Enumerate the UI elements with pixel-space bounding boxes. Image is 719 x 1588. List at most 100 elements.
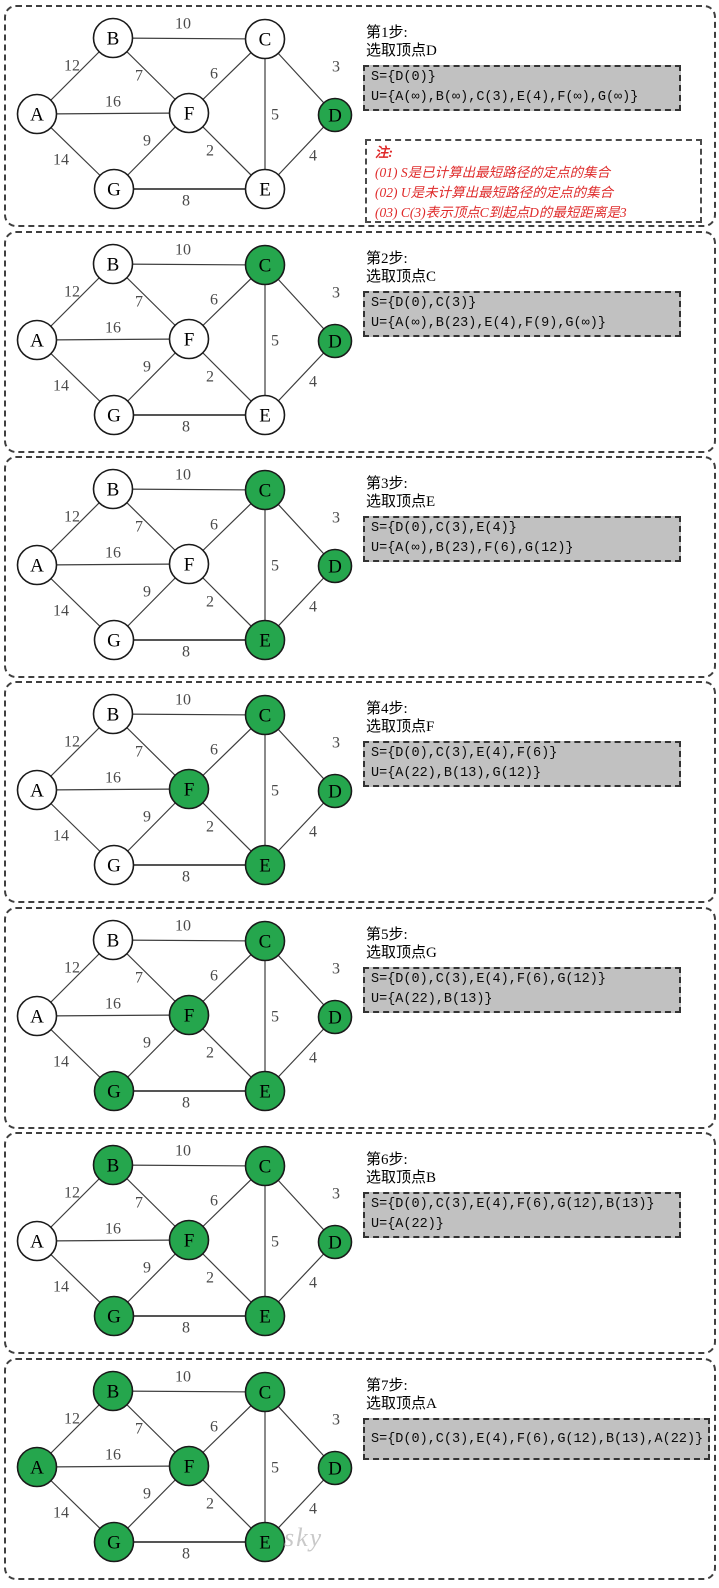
graph-node-F: [168, 318, 210, 360]
node-label-C: C: [259, 1157, 272, 1178]
edge-weight-C-E: 5: [271, 1460, 279, 1477]
edge-weight-A-G: 14: [53, 1054, 69, 1071]
sets-box: S={D(0),C(3),E(4),F(6),G(12),B(13),A(22)…: [363, 1418, 710, 1460]
edge-weight-A-B: 12: [64, 58, 80, 75]
watermark: sky: [284, 1523, 324, 1552]
step-action: 选取顶点F: [366, 719, 435, 735]
s-set: S={D(0),C(3)}: [371, 296, 477, 311]
edge-weight-B-F: 7: [135, 970, 143, 987]
node-label-C: C: [259, 30, 272, 51]
node-label-E: E: [259, 631, 271, 652]
graph-node-B: [92, 1144, 134, 1186]
graph-node-A: [16, 1446, 58, 1488]
step-action: 选取顶点D: [366, 43, 437, 59]
step-action: 选取顶点G: [366, 945, 437, 961]
graph-node-A: [16, 319, 58, 361]
edge-weight-C-E: 5: [271, 107, 279, 124]
edge-weight-D-E: 4: [309, 1050, 317, 1067]
edge-weight-C-D: 3: [332, 285, 340, 302]
graph-node-C: [244, 920, 286, 962]
node-label-E: E: [259, 856, 271, 877]
node-label-B: B: [107, 1382, 120, 1403]
edge-weight-D-E: 4: [309, 824, 317, 841]
node-label-C: C: [259, 932, 272, 953]
graph-node-D: [317, 323, 353, 359]
node-label-A: A: [30, 781, 44, 802]
node-label-A: A: [30, 105, 44, 126]
graph-node-A: [16, 93, 58, 135]
node-label-G: G: [107, 1307, 121, 1328]
edge-weight-B-C: 10: [175, 467, 191, 484]
note-line: (01) S是已计算出最短路径的定点的集合: [375, 165, 611, 180]
step-head: 第7步: 选取顶点A: [366, 1377, 437, 1413]
edge-weight-G-E: 8: [182, 869, 190, 886]
edge-weight-C-F: 6: [210, 66, 218, 83]
edge-A-F: [36, 1014, 190, 1017]
step-title: 第4步:: [366, 701, 408, 717]
edge-weight-A-G: 14: [53, 1505, 69, 1522]
edge-weight-C-D: 3: [332, 735, 340, 752]
sets-box: S={D(0),C(3),E(4),F(6),G(12)} U={A(22),B…: [363, 967, 681, 1013]
edge-B-C: [112, 37, 266, 40]
edge-weight-G-E: 8: [182, 1095, 190, 1112]
sets-box: S={D(0),C(3),E(4)} U={A(∞),B(23),F(6),G(…: [363, 516, 681, 562]
edge-weight-G-E: 8: [182, 1546, 190, 1563]
node-label-E: E: [259, 1307, 271, 1328]
node-label-D: D: [328, 332, 342, 353]
graph-node-F: [168, 92, 210, 134]
graph-node-G: [93, 1070, 135, 1112]
node-label-F: F: [184, 1457, 195, 1478]
edge-weight-B-C: 10: [175, 918, 191, 935]
graph-node-B: [92, 17, 134, 59]
s-set: S={D(0),C(3),E(4)}: [371, 521, 517, 536]
u-set: U={A(∞),B(23),E(4),F(9),G(∞)}: [371, 316, 606, 331]
graph-node-G: [93, 844, 135, 886]
edge-weight-A-G: 14: [53, 828, 69, 845]
graph-node-B: [92, 1370, 134, 1412]
edge-weight-F-G: 9: [143, 133, 151, 150]
edge-weight-F-G: 9: [143, 584, 151, 601]
graph-node-D: [317, 548, 353, 584]
step-head: 第6步: 选取顶点B: [366, 1151, 436, 1187]
graph-node-C: [244, 469, 286, 511]
edge-weight-B-F: 7: [135, 1195, 143, 1212]
sets-box: S={D(0),C(3),E(4),F(6)} U={A(22),B(13),G…: [363, 741, 681, 787]
edge-A-F: [36, 1239, 190, 1242]
u-set: U={A(22)}: [371, 1217, 444, 1232]
graph-node-E: [244, 844, 286, 886]
graph-node-E: [244, 619, 286, 661]
edge-A-F: [36, 563, 190, 566]
u-set: U={A(22),B(13)}: [371, 992, 493, 1007]
step-title: 第7步:: [366, 1378, 408, 1394]
step-head: 第3步: 选取顶点E: [366, 475, 435, 511]
node-label-B: B: [107, 931, 120, 952]
node-label-G: G: [107, 1082, 121, 1103]
node-label-E: E: [259, 1533, 271, 1554]
graph-node-C: [244, 244, 286, 286]
edge-weight-A-F: 16: [105, 996, 121, 1013]
edge-weight-A-G: 14: [53, 603, 69, 620]
node-label-D: D: [328, 1233, 342, 1254]
graph-node-A: [16, 544, 58, 586]
graph-node-C: [244, 1371, 286, 1413]
graph-node-B: [92, 919, 134, 961]
node-label-G: G: [107, 1533, 121, 1554]
edge-weight-A-B: 12: [64, 1185, 80, 1202]
step-title: 第6步:: [366, 1152, 408, 1168]
edge-weight-B-C: 10: [175, 1143, 191, 1160]
graph-node-D: [317, 1224, 353, 1260]
node-label-D: D: [328, 782, 342, 803]
graph-node-B: [92, 468, 134, 510]
edge-weight-B-C: 10: [175, 242, 191, 259]
step-title: 第1步:: [366, 25, 408, 41]
node-label-E: E: [259, 180, 271, 201]
